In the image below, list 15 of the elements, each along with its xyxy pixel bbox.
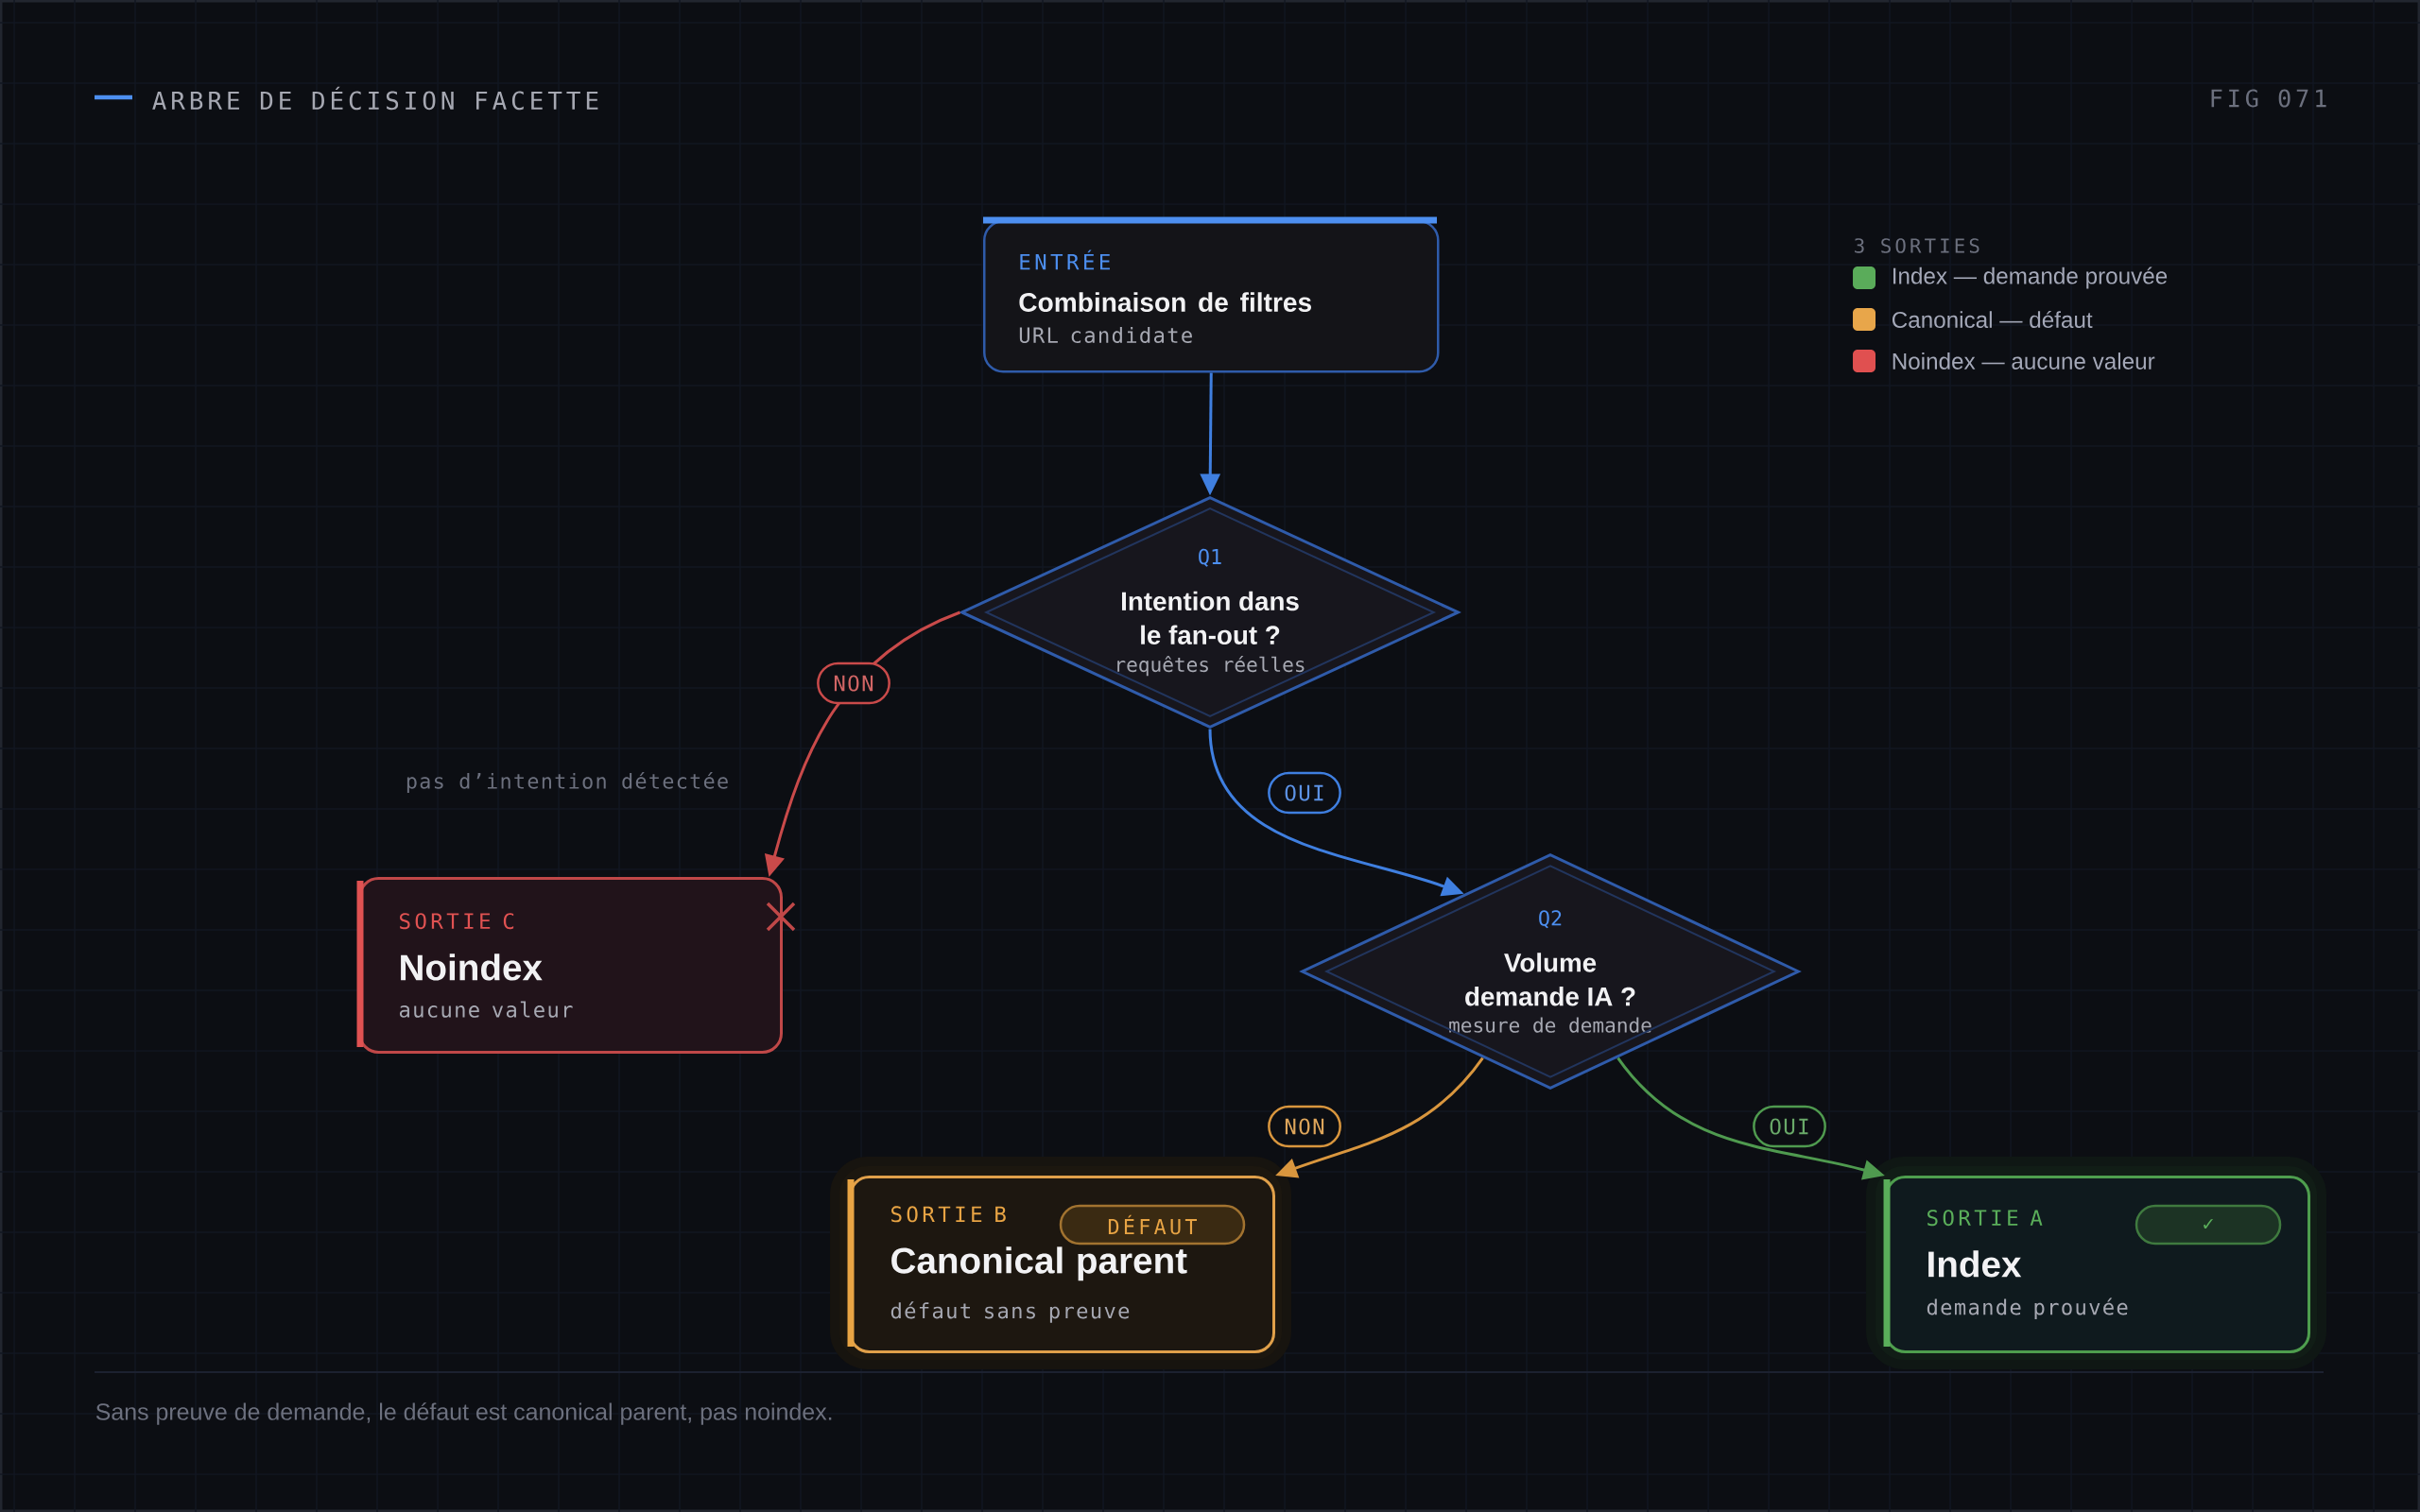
figure-number: FIG 071	[2211, 89, 2326, 108]
legend-label: Canonical — défaut	[1892, 310, 2093, 328]
outcome-card: SORTIE C Noindex aucune valeur	[356, 877, 783, 1054]
edge-label: OUI	[1268, 771, 1341, 815]
legend-heading: 3 SORTIES	[1855, 238, 1979, 253]
edge-label: NON	[1268, 1105, 1341, 1148]
status-badge: ✓	[2135, 1204, 2282, 1246]
edge-label: OUI	[1753, 1105, 1826, 1148]
diagram-title: ARBRE DE DÉCISION FACETTE	[152, 86, 598, 111]
legend-label: Noindex — aucune valeur	[1893, 352, 2155, 369]
edge-label: NON	[817, 662, 890, 705]
status-badge: DÉFAUT	[1059, 1204, 1246, 1246]
annotation-text: pas d’intention détectée	[406, 772, 728, 793]
legend-label: Index — demande prouvée	[1893, 266, 2168, 289]
caption: Sans preuve de demande, le défaut est canonical parent, pas noindex.	[95, 1402, 832, 1425]
